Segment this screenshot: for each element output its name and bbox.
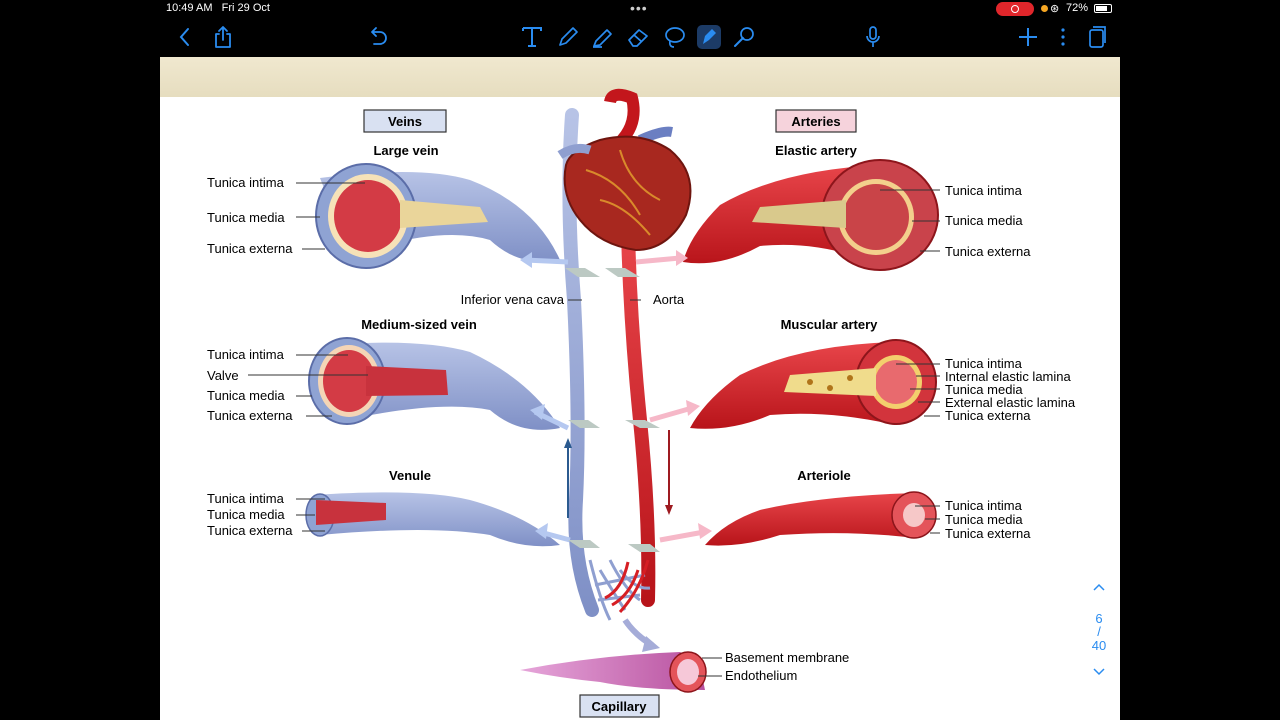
orientation-lock-icon: ⊛ xyxy=(1041,2,1059,15)
large-vein-externa-label: Tunica externa xyxy=(207,241,293,256)
battery-icon xyxy=(1094,4,1112,13)
multitask-dots[interactable]: ••• xyxy=(630,0,648,16)
battery-percentage: 72% xyxy=(1066,2,1089,14)
blood-vessel-diagram: Veins Arteries xyxy=(207,88,1076,718)
share-icon[interactable] xyxy=(210,24,236,50)
current-page-number: 6 xyxy=(1095,611,1103,626)
elastic-artery-externa-label: Tunica externa xyxy=(945,244,1031,259)
medium-vein-illustration xyxy=(308,337,560,430)
svg-text:Capillary: Capillary xyxy=(592,699,648,714)
add-icon[interactable] xyxy=(1015,24,1041,50)
venule-illustration xyxy=(305,492,560,547)
venule-externa-label: Tunica externa xyxy=(207,523,293,538)
back-icon[interactable] xyxy=(172,24,198,50)
muscular-artery-iel-label: Internal elastic lamina xyxy=(945,369,1071,384)
large-vein-illustration xyxy=(315,163,560,269)
laser-pointer-icon[interactable] xyxy=(731,24,757,50)
toolbar xyxy=(0,18,1280,58)
eraser-tool-icon[interactable] xyxy=(625,24,651,50)
muscular-artery-illustration xyxy=(690,339,937,429)
microphone-icon[interactable] xyxy=(860,24,886,50)
page-header-band xyxy=(160,57,1120,97)
venule-intima-label: Tunica intima xyxy=(207,491,285,506)
aorta-label: Aorta xyxy=(653,292,685,307)
undo-icon[interactable] xyxy=(364,24,390,50)
basement-membrane-label: Basement membrane xyxy=(725,650,849,665)
elastic-artery-intima-label: Tunica intima xyxy=(945,183,1023,198)
large-vein-title: Large vein xyxy=(373,143,438,158)
document-page[interactable]: Veins Arteries xyxy=(160,57,1120,720)
capillary-illustration xyxy=(520,651,707,693)
svg-text:Veins: Veins xyxy=(388,114,422,129)
muscular-artery-intima-label: Tunica intima xyxy=(945,356,1023,371)
pen-tool-icon[interactable] xyxy=(555,24,581,50)
arteriole-intima-label: Tunica intima xyxy=(945,498,1023,513)
total-page-count: 40 xyxy=(1091,638,1107,653)
venule-title: Venule xyxy=(389,468,431,483)
arteriole-externa-label: Tunica externa xyxy=(945,526,1031,541)
pages-icon[interactable] xyxy=(1083,24,1109,50)
endothelium-label: Endothelium xyxy=(725,668,797,683)
heart-illustration xyxy=(557,88,692,252)
page-separator: / xyxy=(1097,624,1101,639)
status-time: 10:49 AM Fri 29 Oct xyxy=(166,2,270,14)
status-bar: 10:49 AM Fri 29 Oct ••• ⊛ 72% xyxy=(0,0,1280,18)
arteriole-media-label: Tunica media xyxy=(945,512,1023,527)
highlighter-tool-icon[interactable] xyxy=(590,24,616,50)
arteriole-title: Arteriole xyxy=(797,468,850,483)
arteriole-illustration xyxy=(705,491,937,546)
screen-record-indicator[interactable] xyxy=(996,2,1034,16)
connector-arrows xyxy=(520,250,712,552)
muscular-artery-externa-label: Tunica externa xyxy=(945,408,1031,423)
shapes-tool-icon[interactable] xyxy=(696,24,722,50)
page-up-icon[interactable] xyxy=(1092,582,1106,592)
medium-vein-title: Medium-sized vein xyxy=(361,317,477,332)
medium-vein-externa-label: Tunica externa xyxy=(207,408,293,423)
lasso-tool-icon[interactable] xyxy=(661,24,687,50)
veins-header-box: Veins xyxy=(363,109,447,133)
capillary-header-box: Capillary xyxy=(579,694,660,718)
capillary-bed-illustration xyxy=(588,559,651,621)
arteries-header-box: Arteries xyxy=(775,109,857,133)
svg-text:Arteries: Arteries xyxy=(791,114,840,129)
medium-vein-valve-label: Valve xyxy=(207,368,239,383)
more-options-icon[interactable] xyxy=(1050,24,1076,50)
venule-media-label: Tunica media xyxy=(207,507,285,522)
text-tool-icon[interactable] xyxy=(519,24,545,50)
page-navigator: 6 / 40 xyxy=(1085,580,1113,680)
page-down-icon[interactable] xyxy=(1092,667,1106,677)
elastic-artery-title: Elastic artery xyxy=(775,143,857,158)
muscular-artery-eel-label: External elastic lamina xyxy=(945,395,1076,410)
large-vein-media-label: Tunica media xyxy=(207,210,285,225)
muscular-artery-media-label: Tunica media xyxy=(945,382,1023,397)
elastic-artery-media-label: Tunica media xyxy=(945,213,1023,228)
large-vein-intima-label: Tunica intima xyxy=(207,175,285,190)
medium-vein-media-label: Tunica media xyxy=(207,388,285,403)
leader-lines xyxy=(248,182,940,677)
inferior-vena-cava-label: Inferior vena cava xyxy=(461,292,565,307)
medium-vein-intima-label: Tunica intima xyxy=(207,347,285,362)
elastic-artery-illustration xyxy=(683,159,939,271)
muscular-artery-title: Muscular artery xyxy=(781,317,879,332)
